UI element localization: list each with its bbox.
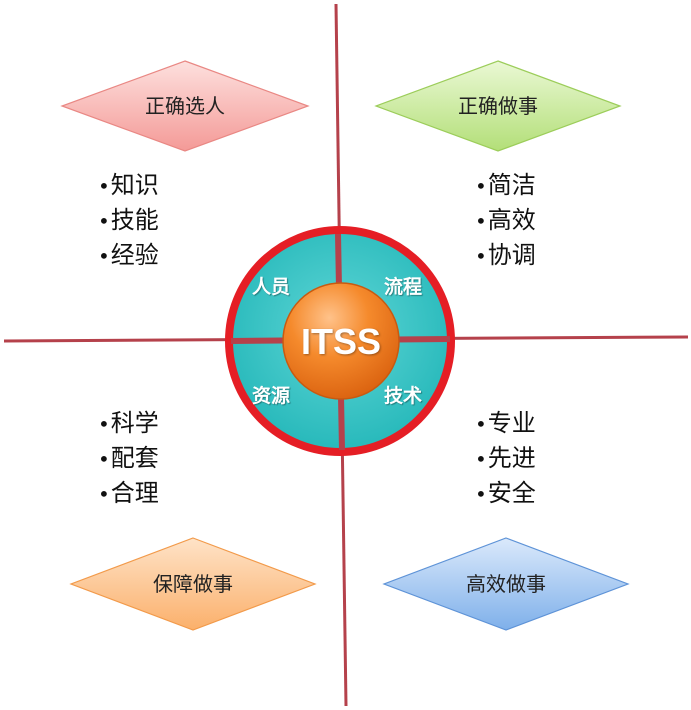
diamond-bottom-right (382, 537, 630, 631)
list-item: 技能 (98, 203, 159, 238)
list-bottom-right: 专业 先进 安全 (475, 406, 536, 511)
list-top-left: 知识 技能 经验 (98, 168, 159, 273)
title-bottom-left: 保障做事 (153, 572, 233, 596)
ring-label-top-right: 流程 (383, 276, 422, 298)
ring-label-bottom-right: 技术 (383, 385, 422, 407)
list-bottom-left: 科学 配套 合理 (98, 406, 159, 511)
list-item: 协调 (475, 238, 536, 273)
list-top-right: 简洁 高效 协调 (475, 168, 536, 273)
list-item: 简洁 (475, 168, 536, 203)
list-item: 专业 (475, 406, 536, 441)
list-item: 先进 (475, 441, 536, 476)
diamond-bottom-left (69, 537, 317, 631)
list-item: 经验 (98, 238, 159, 273)
list-item: 高效 (475, 203, 536, 238)
title-top-left: 正确选人 (145, 94, 225, 118)
title-bottom-right: 高效做事 (466, 572, 546, 596)
diamond-top-right (374, 60, 622, 152)
diamond-top-left (60, 60, 310, 152)
ring-label-top-left: 人员 (251, 276, 290, 298)
ring-label-bottom-left: 资源 (251, 385, 290, 407)
center-label: ITSS (300, 321, 381, 362)
list-item: 安全 (475, 476, 536, 511)
list-item: 合理 (98, 476, 159, 511)
list-item: 知识 (98, 168, 159, 203)
list-item: 科学 (98, 406, 159, 441)
center-circle (282, 282, 400, 400)
list-item: 配套 (98, 441, 159, 476)
title-top-right: 正确做事 (458, 94, 538, 118)
